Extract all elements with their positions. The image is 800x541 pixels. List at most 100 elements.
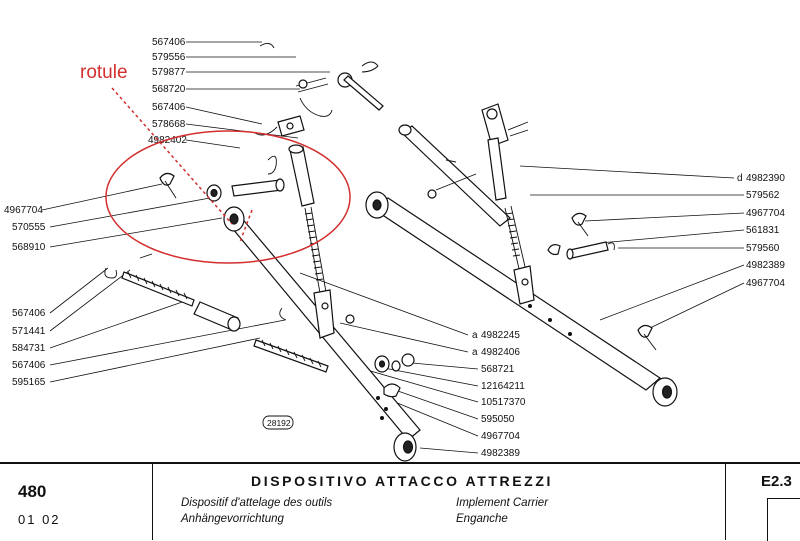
- figure-ref-frame: [262, 415, 294, 430]
- right-lift-tube-end: [398, 124, 412, 136]
- callout-4982245-prefix: a: [472, 330, 478, 341]
- arm-hole: [376, 396, 380, 400]
- callout-568720: 568720: [152, 84, 186, 95]
- right-callouts: d 4982390 579562 4967704 561831 579560 4…: [519, 165, 785, 329]
- rotule-annotation: rotule: [80, 62, 351, 264]
- callout-579877: 579877: [152, 67, 186, 78]
- title-english: Implement Carrier: [456, 497, 549, 509]
- leader-line: [49, 269, 131, 332]
- right-arm-ball-bottom-hole: [661, 385, 673, 399]
- left-callouts: 567406 579556 579877 568720 567406 57866…: [4, 37, 330, 388]
- title-italian: DISPOSITIVO ATTACCO ATTREZZI: [251, 473, 553, 489]
- callout-4982389-c: 4982389: [481, 448, 520, 459]
- leader-line: [649, 282, 745, 329]
- callout-4982245: 4982245: [481, 330, 520, 341]
- callout-579560: 579560: [746, 243, 780, 254]
- callout-579562: 579562: [746, 190, 780, 201]
- callout-10517370: 10517370: [481, 397, 526, 408]
- title-german: Anhängevorrichtung: [181, 513, 284, 525]
- callout-12164211: 12164211: [481, 381, 525, 392]
- lift-rod-tube: [289, 146, 315, 207]
- arm-hole: [528, 304, 532, 308]
- leader-line: [49, 337, 261, 383]
- leader-line: [49, 217, 223, 248]
- right-pins: [547, 212, 657, 351]
- leader-line: [359, 367, 479, 403]
- leader-line: [49, 197, 211, 228]
- leader-line: [584, 212, 745, 222]
- callout-4967704-left: 4967704: [4, 205, 43, 216]
- lift-rod-fork: [313, 289, 335, 339]
- lift-rod-top: [288, 144, 304, 154]
- title-block-model-cell: 480 01 02: [0, 464, 153, 540]
- callout-4982390: 4982390: [746, 173, 785, 184]
- callout-570555: 570555: [12, 222, 46, 233]
- leader-line: [185, 139, 241, 149]
- arm-hole: [380, 416, 384, 420]
- callout-4982390-prefix: d: [737, 173, 743, 184]
- callout-578668: 578668: [152, 119, 186, 130]
- callout-4982406-prefix: a: [472, 347, 478, 358]
- callout-4967704-c: 4967704: [481, 431, 520, 442]
- title-block: 480 01 02 DISPOSITIVO ATTACCO ATTREZZI D…: [0, 462, 800, 541]
- fork-hole: [321, 302, 329, 310]
- page-code: E2.3: [761, 473, 792, 490]
- callout-4982406: 4982406: [481, 347, 520, 358]
- right-upper-bracket: [427, 103, 529, 201]
- callout-567406-d: 567406: [12, 360, 46, 371]
- right-arm-ball-top-hole: [372, 199, 382, 211]
- callout-567406-b: 567406: [152, 102, 186, 113]
- callout-561831: 561831: [746, 225, 780, 236]
- leader-line: [394, 389, 479, 420]
- leader-line: [411, 362, 479, 370]
- center-hardware: [345, 314, 415, 398]
- check-chain-center: [253, 307, 329, 373]
- ball-joint-lower-hole: [402, 440, 414, 454]
- title-block-title-cell: DISPOSITIVO ATTACCO ATTREZZI Dispositif …: [153, 464, 726, 540]
- arm-hole: [548, 318, 552, 322]
- pin-and-bushing: [206, 155, 285, 202]
- ball-joint-hole: [229, 213, 239, 225]
- callout-584731: 584731: [12, 343, 46, 354]
- leader-line: [299, 272, 469, 336]
- callout-4982402: 4982402: [148, 135, 187, 146]
- callout-571441: 571441: [12, 326, 46, 337]
- right-fork-hole: [521, 278, 529, 286]
- callout-568721: 568721: [481, 364, 515, 375]
- callout-4967704-r1: 4967704: [746, 208, 785, 219]
- leader-line: [519, 165, 735, 179]
- threaded-rod: [304, 206, 327, 294]
- title-spanish: Enganche: [456, 513, 508, 525]
- leader-line: [41, 183, 163, 211]
- arm-hole: [384, 407, 388, 411]
- model-number: 480: [18, 482, 47, 501]
- title-french: Dispositif d'attelage des outils: [181, 497, 333, 509]
- leader-line: [599, 229, 745, 244]
- leader-line: [185, 106, 263, 125]
- leader-line: [49, 267, 109, 314]
- callout-568910: 568910: [12, 242, 46, 253]
- lynch-pin-left: [159, 172, 177, 199]
- rotule-dashed-pointer: [111, 87, 233, 225]
- top-clevis-assembly: [254, 43, 384, 137]
- callout-567406-c: 567406: [12, 308, 46, 319]
- callout-595165: 595165: [12, 377, 46, 388]
- callout-4982389-r: 4982389: [746, 260, 785, 271]
- leader-line: [599, 264, 745, 321]
- rotule-highlight-ellipse: [105, 130, 351, 264]
- leader-line: [339, 322, 469, 353]
- rotule-label: rotule: [80, 62, 128, 83]
- leader-line: [389, 399, 479, 437]
- leader-line: [383, 367, 479, 387]
- title-block-page-cell: E2.3: [727, 464, 800, 541]
- callout-4967704-r2: 4967704: [746, 278, 785, 289]
- center-callouts: a 4982245 a 4982406 568721 12164211 1051…: [299, 272, 526, 459]
- callout-579556: 579556: [152, 52, 186, 63]
- revision-date: 01 02: [18, 512, 61, 527]
- right-threaded-rod: [504, 205, 527, 274]
- callout-567406-top: 567406: [152, 37, 186, 48]
- check-chain-left: [104, 253, 241, 332]
- figure-reference: 28192: [262, 415, 294, 430]
- leader-line: [49, 299, 189, 349]
